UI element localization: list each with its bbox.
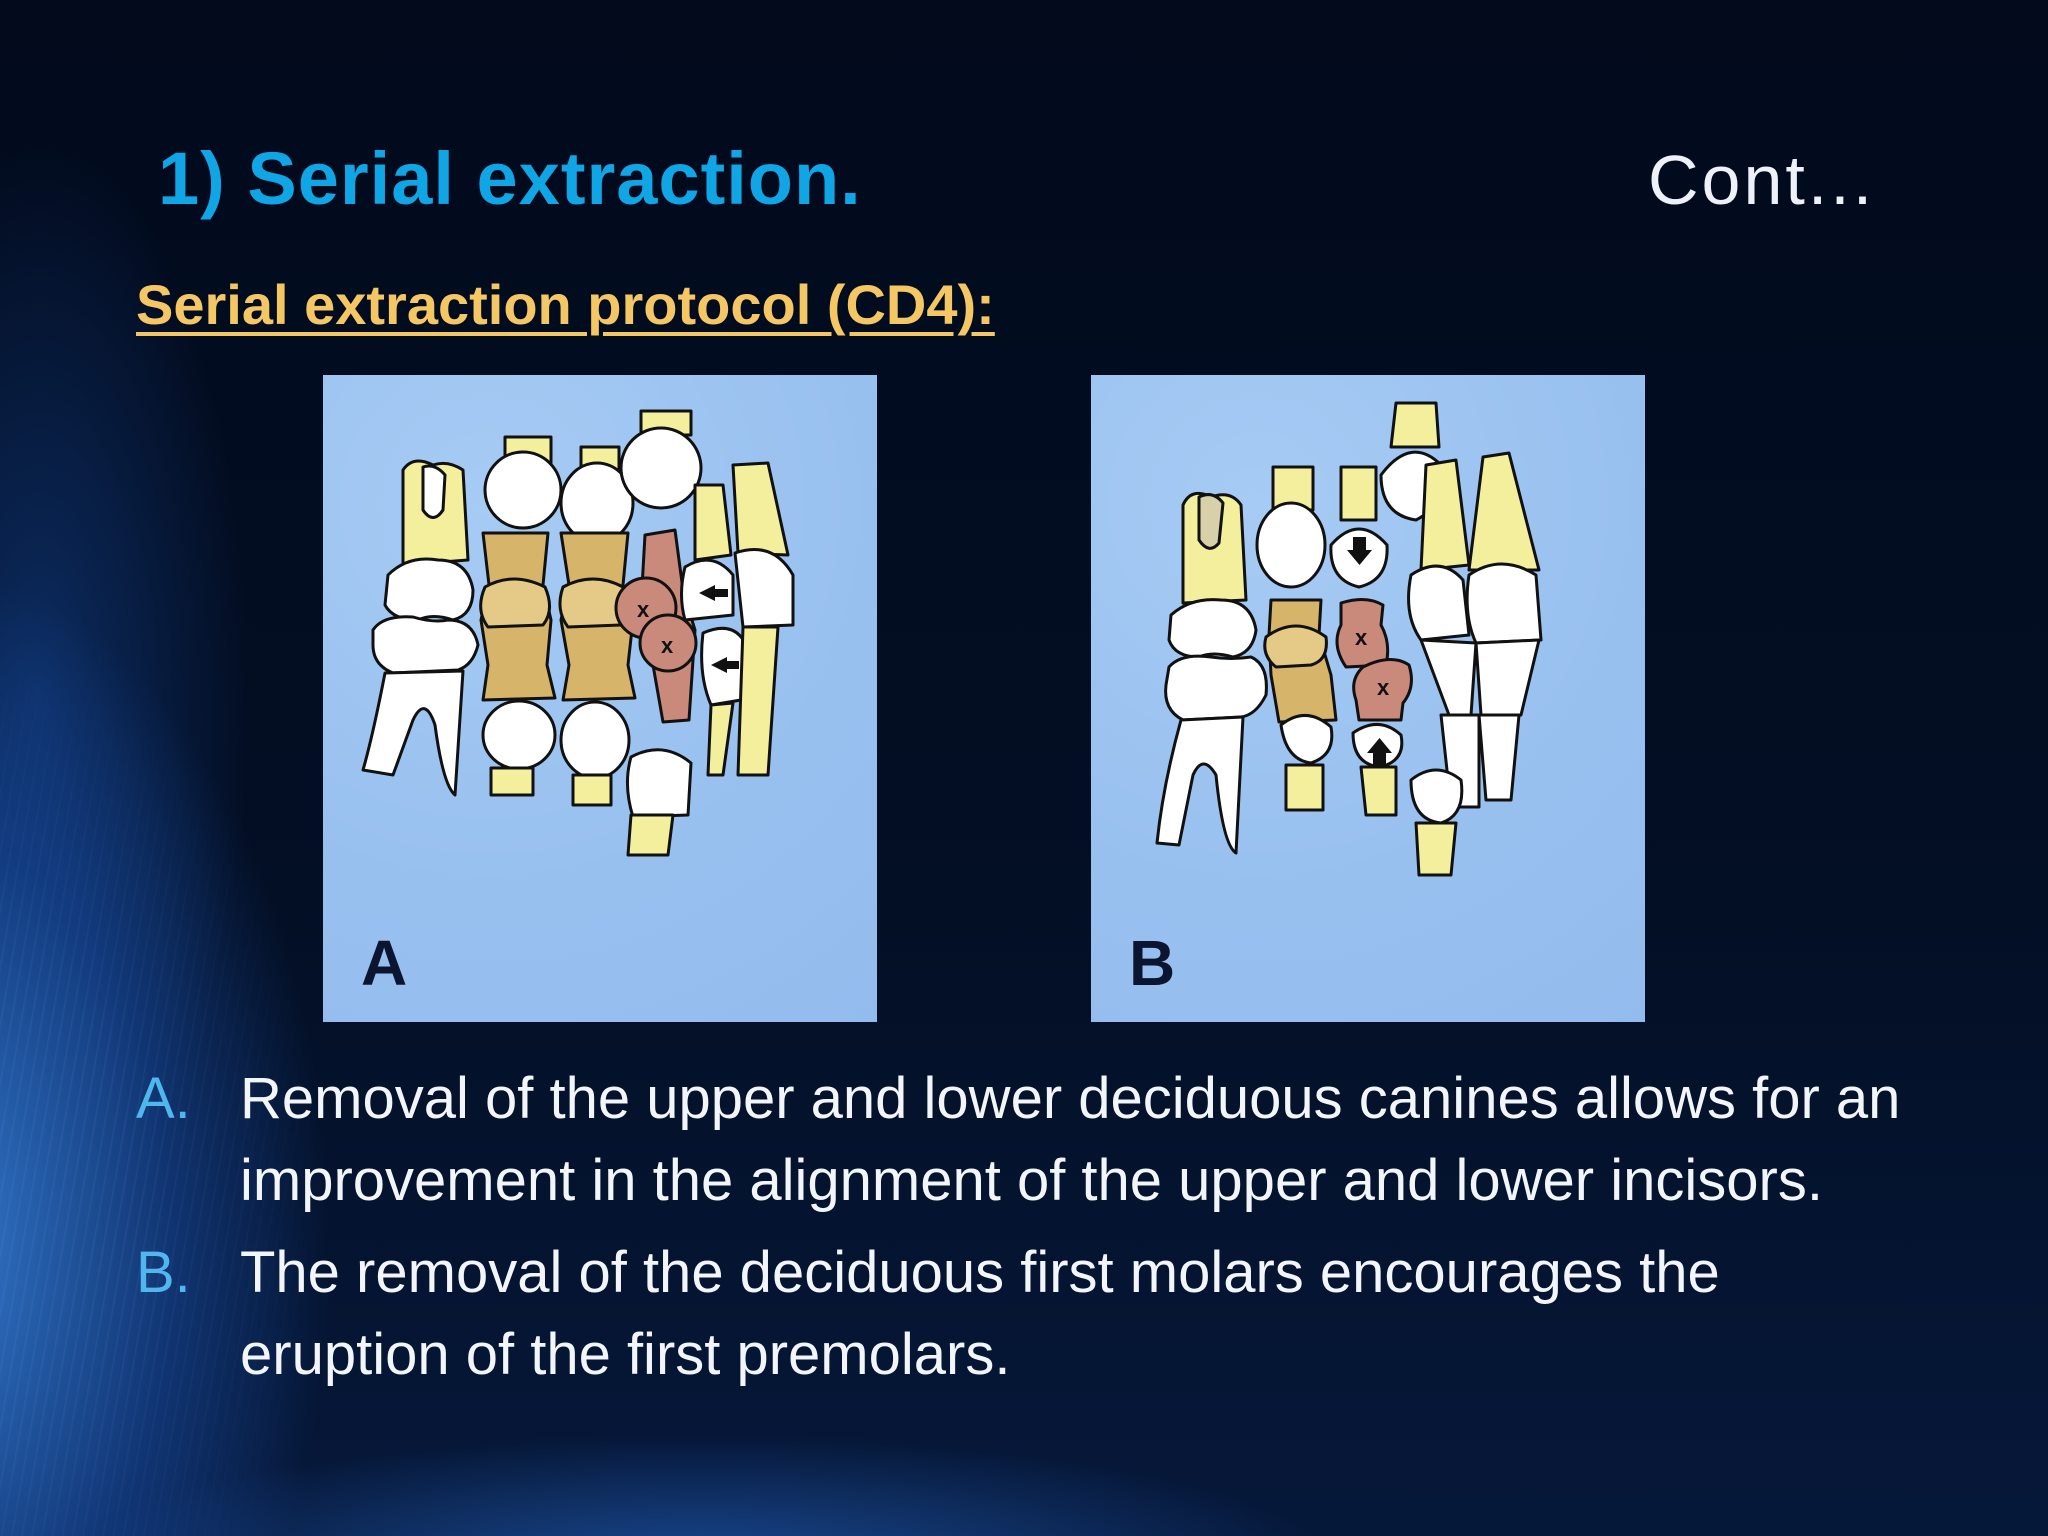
extraction-marks: x x bbox=[1355, 625, 1390, 700]
svg-text:x: x bbox=[1355, 625, 1368, 650]
list-text-b: The removal of the deciduous first molar… bbox=[240, 1240, 1720, 1387]
svg-text:x: x bbox=[661, 633, 674, 658]
dentition-diagram-a: x x bbox=[361, 409, 795, 857]
list-item-b: B. The removal of the deciduous first mo… bbox=[136, 1232, 1956, 1396]
list-marker-b: B. bbox=[136, 1240, 191, 1305]
figure-b: x x B bbox=[1091, 375, 1645, 1022]
dentition-diagram-b: x x bbox=[1155, 401, 1543, 877]
slide-title: 1) Serial extraction. bbox=[158, 137, 862, 220]
section-subtitle: Serial extraction protocol (CD4): bbox=[136, 273, 995, 336]
figure-label-b: B bbox=[1129, 927, 1176, 999]
svg-text:x: x bbox=[1377, 675, 1390, 700]
continuation-label: Cont... bbox=[1648, 141, 1876, 219]
figure-label-a: A bbox=[361, 927, 408, 999]
figure-a: x x A bbox=[323, 375, 877, 1022]
list-item-a: A. Removal of the upper and lower decidu… bbox=[136, 1058, 1956, 1222]
extraction-marks: x x bbox=[637, 597, 674, 658]
list-text-a: Removal of the upper and lower deciduous… bbox=[240, 1066, 1901, 1213]
svg-text:x: x bbox=[637, 597, 650, 622]
eruption-arrows bbox=[1347, 537, 1392, 766]
movement-arrows bbox=[699, 585, 739, 673]
explanation-list: A. Removal of the upper and lower decidu… bbox=[136, 1058, 1956, 1406]
list-marker-a: A. bbox=[136, 1066, 191, 1131]
